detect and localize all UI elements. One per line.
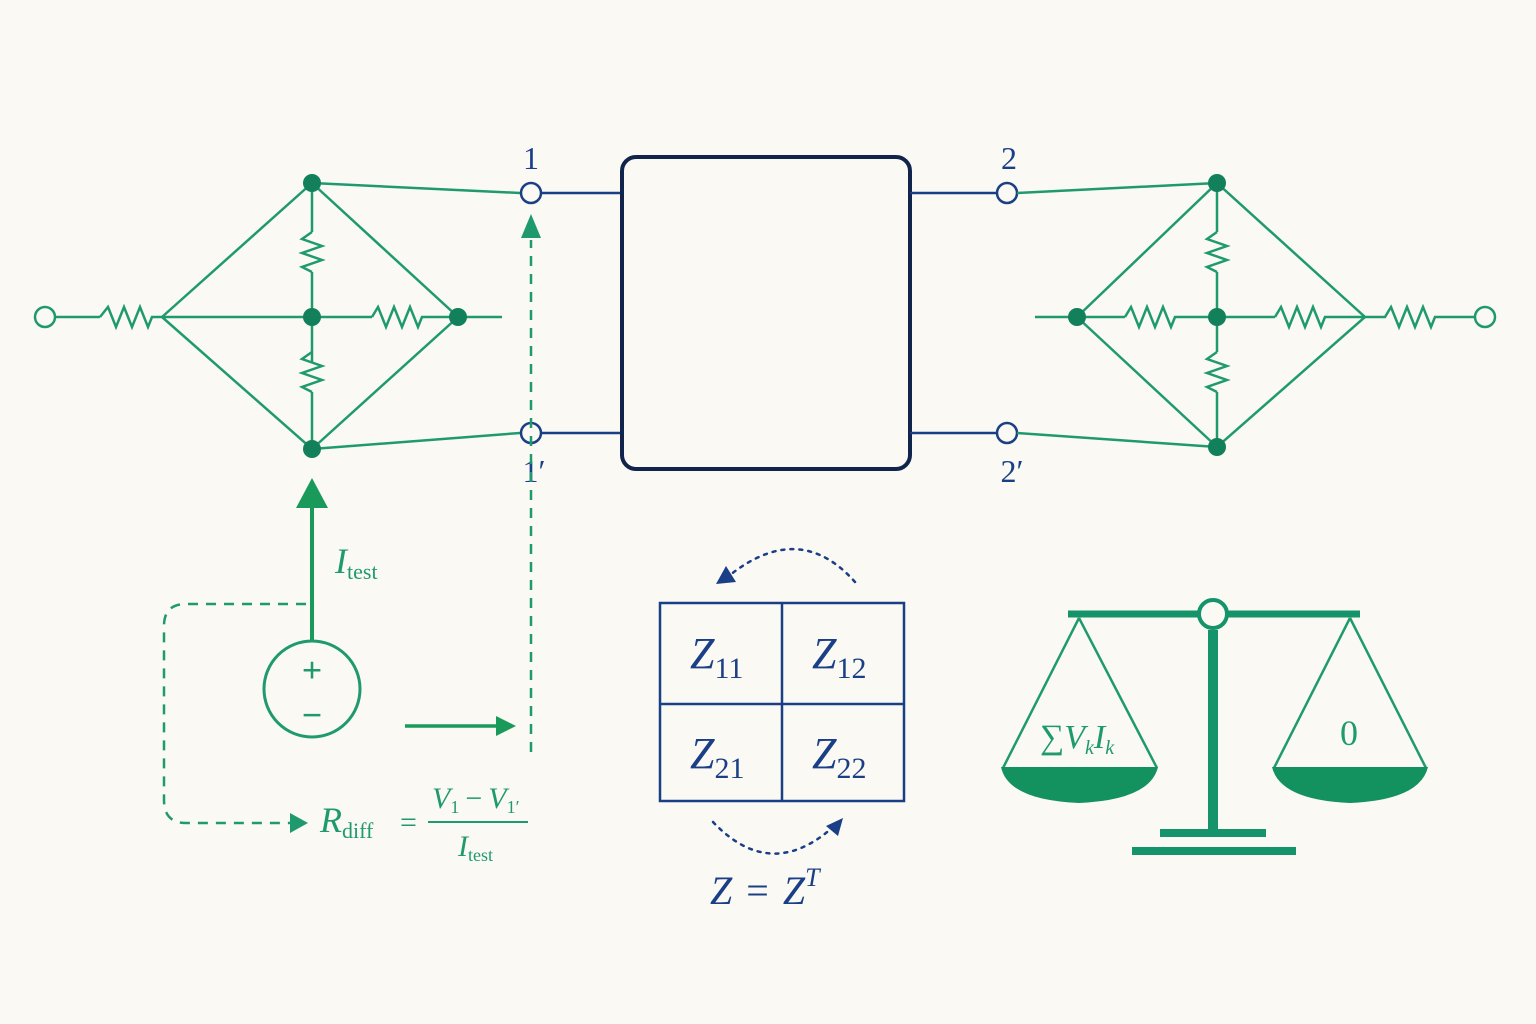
right-left-node bbox=[1068, 308, 1086, 326]
svg-text:Rdiff: Rdiff bbox=[319, 800, 374, 843]
formula-numerator: V1−V1′ bbox=[432, 782, 520, 817]
svg-text:=: = bbox=[400, 806, 417, 839]
balance-scale: ∑VkIk 0 bbox=[1001, 598, 1428, 855]
port-1-label: 1 bbox=[523, 140, 539, 176]
right-top-node bbox=[1208, 174, 1226, 192]
right-bottom-node bbox=[1208, 438, 1226, 456]
left-upper-resistor bbox=[298, 230, 326, 274]
left-bridge-network bbox=[33, 174, 521, 458]
left-bottom-node bbox=[303, 440, 321, 458]
port-2-terminal[interactable] bbox=[995, 181, 1019, 205]
right-center-node bbox=[1208, 308, 1226, 326]
left-center-node bbox=[303, 308, 321, 326]
test-source-group: + − Itest bbox=[162, 214, 541, 833]
source-plus-sign: + bbox=[302, 650, 323, 690]
right-right-resistor bbox=[1273, 303, 1365, 331]
left-top-node bbox=[303, 174, 321, 192]
matrix-cell-z21: Z21 bbox=[690, 729, 744, 785]
matrix-top-curved-arrow bbox=[728, 547, 857, 584]
left-pan-sum-label: ∑VkIk bbox=[1040, 719, 1115, 759]
rdiff-formula: Rdiff = V1−V1′ Itest bbox=[319, 782, 528, 865]
right-top-rail bbox=[1016, 181, 1218, 195]
right-upper-resistor bbox=[1203, 230, 1231, 274]
left-bottom-rail bbox=[311, 431, 521, 451]
right-left-resistor bbox=[1123, 303, 1217, 331]
matrix-cell-z22: Z22 bbox=[812, 729, 866, 785]
matrix-cell-z11: Z11 bbox=[690, 629, 743, 685]
right-scale-pan bbox=[1272, 767, 1428, 803]
test-current-subscript: test bbox=[347, 559, 378, 584]
port-1-terminal[interactable] bbox=[519, 181, 543, 205]
reciprocity-equation: Z=ZT bbox=[710, 863, 821, 913]
scale-base-lower bbox=[1132, 847, 1296, 855]
right-output-resistor bbox=[1365, 303, 1475, 331]
right-lower-resistor bbox=[1203, 350, 1231, 394]
dashed-measurement-loop bbox=[162, 602, 306, 825]
test-current-label: Itest bbox=[334, 541, 378, 584]
matrix-bottom-curved-arrow bbox=[711, 820, 834, 855]
port-2-prime-terminal[interactable] bbox=[995, 421, 1019, 445]
right-output-terminal[interactable] bbox=[1473, 305, 1497, 329]
scale-pivot bbox=[1197, 598, 1229, 630]
formula-denominator: Itest bbox=[457, 830, 493, 865]
two-port-network: 1 1′ 2 2′ bbox=[519, 140, 1024, 489]
left-right-node bbox=[449, 308, 467, 326]
left-input-terminal[interactable] bbox=[33, 305, 57, 329]
left-lower-resistor bbox=[298, 350, 326, 394]
right-bridge-network bbox=[1016, 174, 1497, 456]
right-pan-zero-label: 0 bbox=[1340, 713, 1358, 753]
matrix-cell-z12: Z12 bbox=[812, 629, 866, 685]
two-port-box bbox=[620, 155, 912, 471]
left-scale-pan bbox=[1001, 767, 1158, 803]
left-top-rail bbox=[311, 181, 521, 195]
right-bottom-rail bbox=[1016, 431, 1218, 449]
left-center-resistor bbox=[370, 303, 458, 331]
z-matrix: Z11 Z12 Z21 Z22 Z=ZT bbox=[658, 547, 906, 913]
port-1-prime-label: 1′ bbox=[523, 453, 546, 489]
left-input-resistor bbox=[99, 303, 162, 331]
port-2-prime-label: 2′ bbox=[1001, 453, 1024, 489]
port-2-label: 2 bbox=[1001, 140, 1017, 176]
voltage-source[interactable] bbox=[262, 639, 362, 739]
source-minus-sign: − bbox=[302, 695, 323, 735]
scale-base-upper bbox=[1160, 829, 1266, 837]
